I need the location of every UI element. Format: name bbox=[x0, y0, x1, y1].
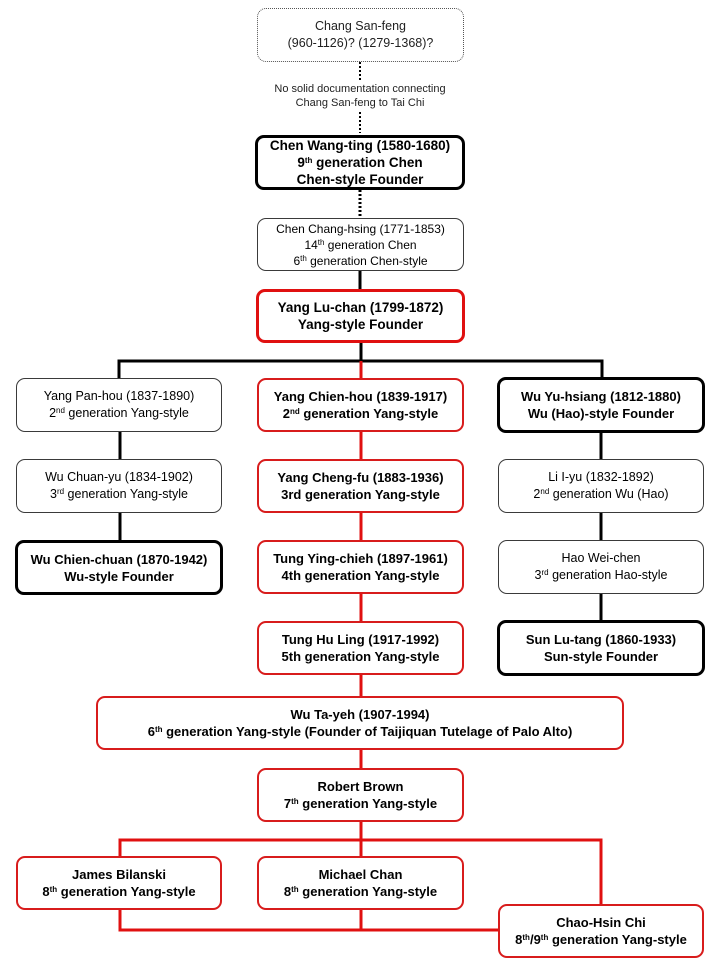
node-generation: 6th generation Yang-style (Founder of Ta… bbox=[147, 724, 573, 739]
node-generation: 2nd generation Yang-style bbox=[49, 406, 189, 420]
node-wu-chuan-yu: Wu Chuan-yu (1834-1902) 3rd generation Y… bbox=[16, 459, 222, 513]
node-generation: 4th generation Yang-style bbox=[281, 568, 440, 583]
node-name: Yang Lu-chan (1799-1872) bbox=[277, 300, 444, 315]
node-role: Sun-style Founder bbox=[543, 649, 659, 664]
node-li-i-yu: Li I-yu (1832-1892) 2nd generation Wu (H… bbox=[498, 459, 704, 513]
node-name: Sun Lu-tang (1860-1933) bbox=[525, 632, 677, 647]
node-name: Li I-yu (1832-1892) bbox=[548, 470, 654, 484]
node-name: Tung Hu Ling (1917-1992) bbox=[281, 632, 440, 647]
node-chen-wang-ting: Chen Wang-ting (1580-1680) 9th generatio… bbox=[255, 135, 465, 190]
red-branch-top bbox=[118, 838, 603, 904]
node-generation: 9th generation Chen bbox=[297, 155, 423, 170]
node-generation: 5th generation Yang-style bbox=[281, 649, 440, 664]
node-wu-yu-hsiang: Wu Yu-hsiang (1812-1880) Wu (Hao)-style … bbox=[497, 377, 705, 433]
node-name: Tung Ying-chieh (1897-1961) bbox=[273, 551, 448, 566]
node-wu-ta-yeh: Wu Ta-yeh (1907-1994) 6th generation Yan… bbox=[96, 696, 624, 750]
node-name: Chao-Hsin Chi bbox=[556, 915, 646, 930]
node-generation: 7th generation Yang-style bbox=[283, 796, 438, 811]
node-name: Chen Chang-hsing (1771-1853) bbox=[276, 221, 445, 236]
node-generation: 2nd generation Yang-style bbox=[282, 406, 439, 421]
node-name: Wu Chien-chuan (1870-1942) bbox=[30, 551, 208, 567]
node-role: Yang-style Founder bbox=[297, 317, 424, 332]
node-name: Wu Chuan-yu (1834-1902) bbox=[45, 470, 193, 484]
node-role: Wu-style Founder bbox=[64, 568, 174, 584]
node-name: Wu Yu-hsiang (1812-1880) bbox=[521, 389, 681, 404]
node-generation: 3rd generation Yang-style bbox=[281, 487, 440, 502]
node-chen-chang-hsing: Chen Chang-hsing (1771-1853) 14th genera… bbox=[257, 218, 464, 271]
red-branch-bottom bbox=[118, 910, 498, 932]
node-robert-brown: Robert Brown 7th generation Yang-style bbox=[257, 768, 464, 822]
documentation-note: No solid documentation connecting Chang … bbox=[274, 83, 446, 109]
node-generation-style: 6th generation Chen-style bbox=[293, 253, 428, 268]
node-generation: 3rd generation Hao-style bbox=[534, 568, 668, 582]
node-name: Yang Pan-hou (1837-1890) bbox=[43, 389, 195, 403]
node-generation: 8th generation Yang-style bbox=[283, 884, 438, 899]
node-name: James Bilanski bbox=[72, 867, 166, 882]
node-michael-chan: Michael Chan 8th generation Yang-style bbox=[257, 856, 464, 910]
node-name: Wu Ta-yeh (1907-1994) bbox=[290, 707, 430, 722]
node-generation: 8th generation Yang-style bbox=[42, 884, 196, 899]
node-generation: 2nd generation Wu (Hao) bbox=[533, 487, 669, 501]
node-yang-lu-chan: Yang Lu-chan (1799-1872) Yang-style Foun… bbox=[256, 289, 465, 343]
node-yang-chien-hou: Yang Chien-hou (1839-1917) 2nd generatio… bbox=[257, 378, 464, 432]
node-name: Yang Chien-hou (1839-1917) bbox=[273, 389, 448, 404]
node-chang-san-feng: Chang San-feng (960-1126)? (1279-1368)? bbox=[257, 8, 464, 62]
node-dates: (960-1126)? (1279-1368)? bbox=[287, 36, 434, 50]
node-role: Chen-style Founder bbox=[296, 172, 424, 187]
node-wu-chien-chuan: Wu Chien-chuan (1870-1942) Wu-style Foun… bbox=[15, 540, 223, 595]
node-generation: 14th generation Chen bbox=[304, 237, 417, 252]
node-chao-hsin-chi: Chao-Hsin Chi 8th/9th generation Yang-st… bbox=[498, 904, 704, 958]
node-tung-hu-ling: Tung Hu Ling (1917-1992) 5th generation … bbox=[257, 621, 464, 675]
node-name: Chen Wang-ting (1580-1680) bbox=[269, 138, 451, 153]
node-name: Robert Brown bbox=[317, 779, 404, 794]
node-name: Michael Chan bbox=[318, 867, 403, 882]
node-name: Hao Wei-chen bbox=[561, 551, 641, 565]
node-hao-wei-chen: Hao Wei-chen 3rd generation Hao-style bbox=[498, 540, 704, 594]
node-yang-cheng-fu: Yang Cheng-fu (1883-1936) 3rd generation… bbox=[257, 459, 464, 513]
node-name: Chang San-feng bbox=[314, 19, 407, 33]
node-yang-pan-hou: Yang Pan-hou (1837-1890) 2nd generation … bbox=[16, 378, 222, 432]
node-generation: 3rd generation Yang-style bbox=[49, 487, 188, 501]
node-generation: 8th/9th generation Yang-style bbox=[515, 932, 687, 947]
node-tung-ying-chieh: Tung Ying-chieh (1897-1961) 4th generati… bbox=[257, 540, 464, 594]
node-james-bilanski: James Bilanski 8th generation Yang-style bbox=[16, 856, 222, 910]
node-role: Wu (Hao)-style Founder bbox=[527, 406, 675, 421]
node-name: Yang Cheng-fu (1883-1936) bbox=[277, 470, 444, 485]
node-sun-lu-tang: Sun Lu-tang (1860-1933) Sun-style Founde… bbox=[497, 620, 705, 676]
